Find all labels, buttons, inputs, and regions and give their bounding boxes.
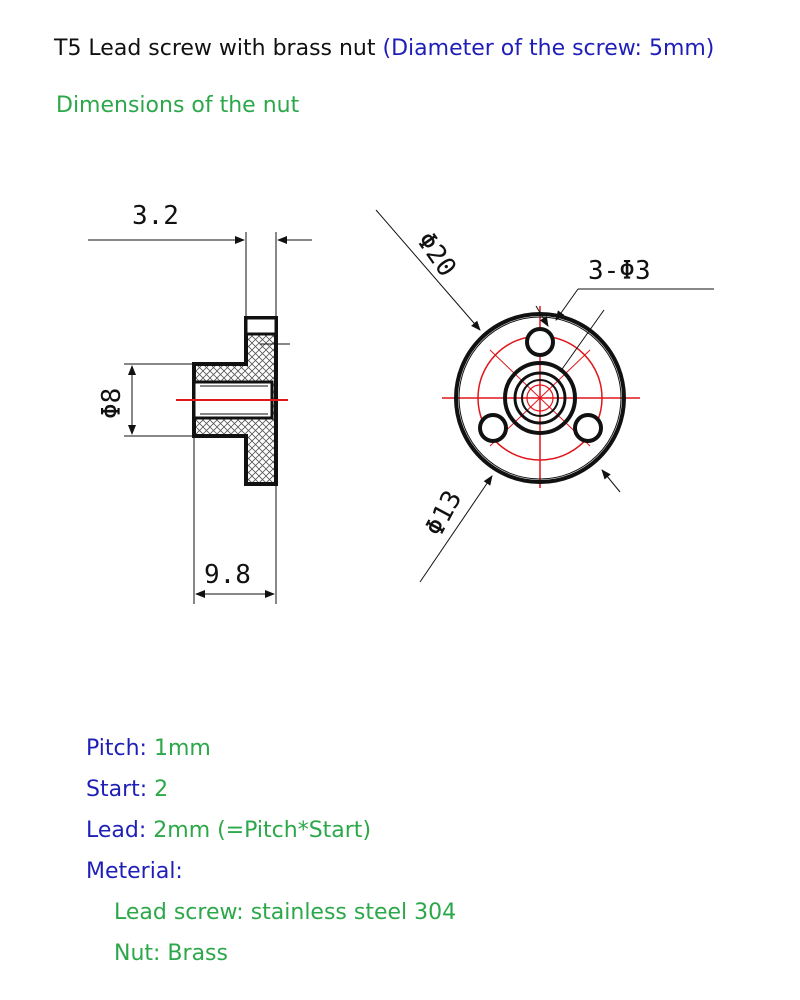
side-view: 3.2 Φ8 9.8 xyxy=(88,201,312,604)
dim-outer-diameter: Φ20 xyxy=(410,227,462,283)
spec-lead: Lead: 2mm (=Pitch*Start) xyxy=(86,810,456,851)
spec-lead-label: Lead: xyxy=(86,818,147,843)
mount-hole xyxy=(573,413,603,443)
title-text: T5 Lead screw with brass nut xyxy=(54,36,376,61)
screw-bore xyxy=(521,379,559,417)
spec-start-value: 2 xyxy=(154,777,169,802)
spec-start-label: Start: xyxy=(86,777,148,802)
spec-screw-material: Lead screw: stainless steel 304 xyxy=(114,900,457,925)
mount-hole xyxy=(525,327,555,357)
dim-overall-length: 9.8 xyxy=(204,560,251,590)
spec-list: Pitch: 1mm Start: 2 Lead: 2mm (=Pitch*St… xyxy=(86,728,456,974)
hub-outline xyxy=(503,361,577,435)
spec-pitch: Pitch: 1mm xyxy=(86,728,456,769)
spec-lead-value: 2mm (=Pitch*Start) xyxy=(153,818,372,843)
mount-hole xyxy=(478,413,508,443)
spec-pitch-value: 1mm xyxy=(153,736,211,761)
dim-bore-diameter: Φ8 xyxy=(97,388,127,419)
spec-nut-material: Nut: Brass xyxy=(114,941,228,966)
page-title: T5 Lead screw with brass nut (Diameter o… xyxy=(54,36,714,61)
front-view: Φ20 3-Φ3 Φ13 xyxy=(375,209,714,583)
page-subtitle: Dimensions of the nut xyxy=(56,93,300,118)
dim-flange-thickness: 3.2 xyxy=(132,201,179,231)
dim-pitch-circle: Φ13 xyxy=(420,486,469,542)
spec-pitch-label: Pitch: xyxy=(86,736,147,761)
spec-start: Start: 2 xyxy=(86,769,456,810)
spec-material-label: Meterial: xyxy=(86,859,183,884)
title-note: (Diameter of the screw: 5mm) xyxy=(382,36,715,61)
spec-material: Meterial: xyxy=(86,851,456,892)
dim-mount-holes: 3-Φ3 xyxy=(588,256,651,286)
flange-outline xyxy=(454,312,626,484)
